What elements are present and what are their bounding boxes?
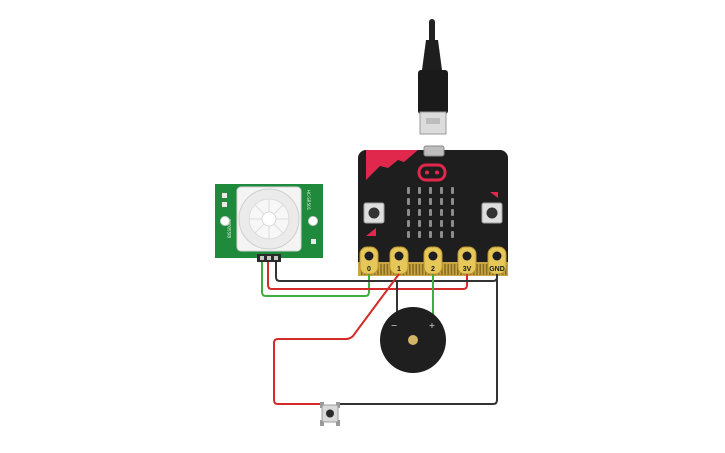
led-3-3 bbox=[440, 220, 443, 227]
edge-tooth bbox=[444, 264, 446, 275]
edge-tooth bbox=[421, 264, 424, 275]
button-a-marker-icon bbox=[366, 228, 376, 236]
led-4-3 bbox=[440, 231, 443, 238]
microbit-usb-socket bbox=[423, 145, 445, 157]
led-1-1 bbox=[418, 198, 421, 205]
edge-tooth bbox=[412, 264, 414, 275]
edge-tooth bbox=[418, 264, 421, 275]
led-matrix bbox=[407, 187, 454, 238]
pin-1[interactable]: 1 bbox=[389, 246, 409, 275]
pir-model-label: HC-SR501 bbox=[306, 190, 311, 211]
led-1-2 bbox=[429, 198, 432, 205]
led-1-0 bbox=[407, 198, 410, 205]
edge-tooth bbox=[453, 264, 456, 275]
pir-mount-hole-right bbox=[308, 216, 318, 226]
led-1-4 bbox=[451, 198, 454, 205]
pushbutton-cap bbox=[326, 409, 334, 418]
pin-2-label: 2 bbox=[431, 266, 435, 273]
led-0-2 bbox=[429, 187, 432, 194]
microbit-board[interactable]: 0 1 2 3V GND bbox=[358, 145, 508, 276]
edge-tooth bbox=[450, 264, 453, 275]
led-2-2 bbox=[429, 209, 432, 216]
pin-gnd-label: GND bbox=[489, 266, 505, 273]
led-0-4 bbox=[451, 187, 454, 194]
buzzer-minus-label: − bbox=[391, 321, 398, 330]
led-3-4 bbox=[451, 220, 454, 227]
led-4-0 bbox=[407, 231, 410, 238]
led-2-4 bbox=[451, 209, 454, 216]
piezo-buzzer[interactable]: − + bbox=[380, 307, 446, 373]
pin-0[interactable]: 0 bbox=[359, 246, 379, 275]
wire-green-pir-to-pin0[interactable] bbox=[261, 262, 370, 297]
button-b-marker-icon bbox=[490, 192, 498, 198]
edge-tooth bbox=[409, 264, 411, 275]
led-4-2 bbox=[429, 231, 432, 238]
pir-mount-hole-left bbox=[220, 216, 230, 226]
pin-1-label: 1 bbox=[397, 266, 401, 273]
wire-red-pir-to-3v[interactable] bbox=[267, 262, 468, 290]
buzzer-plus-label: + bbox=[429, 321, 436, 330]
led-0-0 bbox=[407, 187, 410, 194]
edge-tooth bbox=[485, 264, 488, 275]
usb-plug-housing bbox=[418, 70, 448, 114]
led-1-3 bbox=[440, 198, 443, 205]
microbit-logo-icon bbox=[417, 163, 447, 182]
microbit-accent-stripe bbox=[366, 150, 418, 180]
led-0-1 bbox=[418, 187, 421, 194]
pin-2[interactable]: 2 bbox=[423, 246, 443, 275]
pir-chip-label: BISS0001 bbox=[227, 218, 232, 238]
wire-black-gnd-to-button[interactable] bbox=[338, 274, 498, 405]
led-2-0 bbox=[407, 209, 410, 216]
led-3-1 bbox=[418, 220, 421, 227]
edge-tooth bbox=[415, 264, 417, 275]
led-2-1 bbox=[418, 209, 421, 216]
usb-cable[interactable] bbox=[418, 19, 448, 135]
edge-tooth bbox=[479, 264, 481, 275]
microbit-body bbox=[358, 150, 508, 276]
led-4-1 bbox=[418, 231, 421, 238]
pin-0-label: 0 bbox=[367, 266, 371, 273]
pin-3v-label: 3V bbox=[463, 266, 472, 273]
led-4-4 bbox=[451, 231, 454, 238]
buzzer-sound-hole bbox=[408, 335, 418, 345]
led-3-2 bbox=[429, 220, 432, 227]
edge-tooth bbox=[447, 264, 449, 275]
edge-tooth bbox=[482, 264, 485, 275]
edge-tooth bbox=[380, 264, 382, 275]
pin-gnd[interactable]: GND bbox=[487, 246, 507, 275]
pir-sensor[interactable]: BISS0001 HC-SR501 bbox=[215, 184, 323, 262]
edge-tooth bbox=[383, 264, 385, 275]
pin-3v[interactable]: 3V bbox=[457, 246, 477, 275]
button-a[interactable] bbox=[363, 202, 385, 224]
wire-red-pin1-to-button[interactable] bbox=[273, 273, 400, 405]
led-0-3 bbox=[440, 187, 443, 194]
pushbutton[interactable] bbox=[320, 402, 340, 426]
led-3-0 bbox=[407, 220, 410, 227]
edge-tooth bbox=[476, 264, 478, 275]
edge-tooth bbox=[457, 264, 459, 275]
button-b[interactable] bbox=[481, 202, 503, 224]
edge-tooth bbox=[386, 264, 389, 275]
led-2-3 bbox=[440, 209, 443, 216]
